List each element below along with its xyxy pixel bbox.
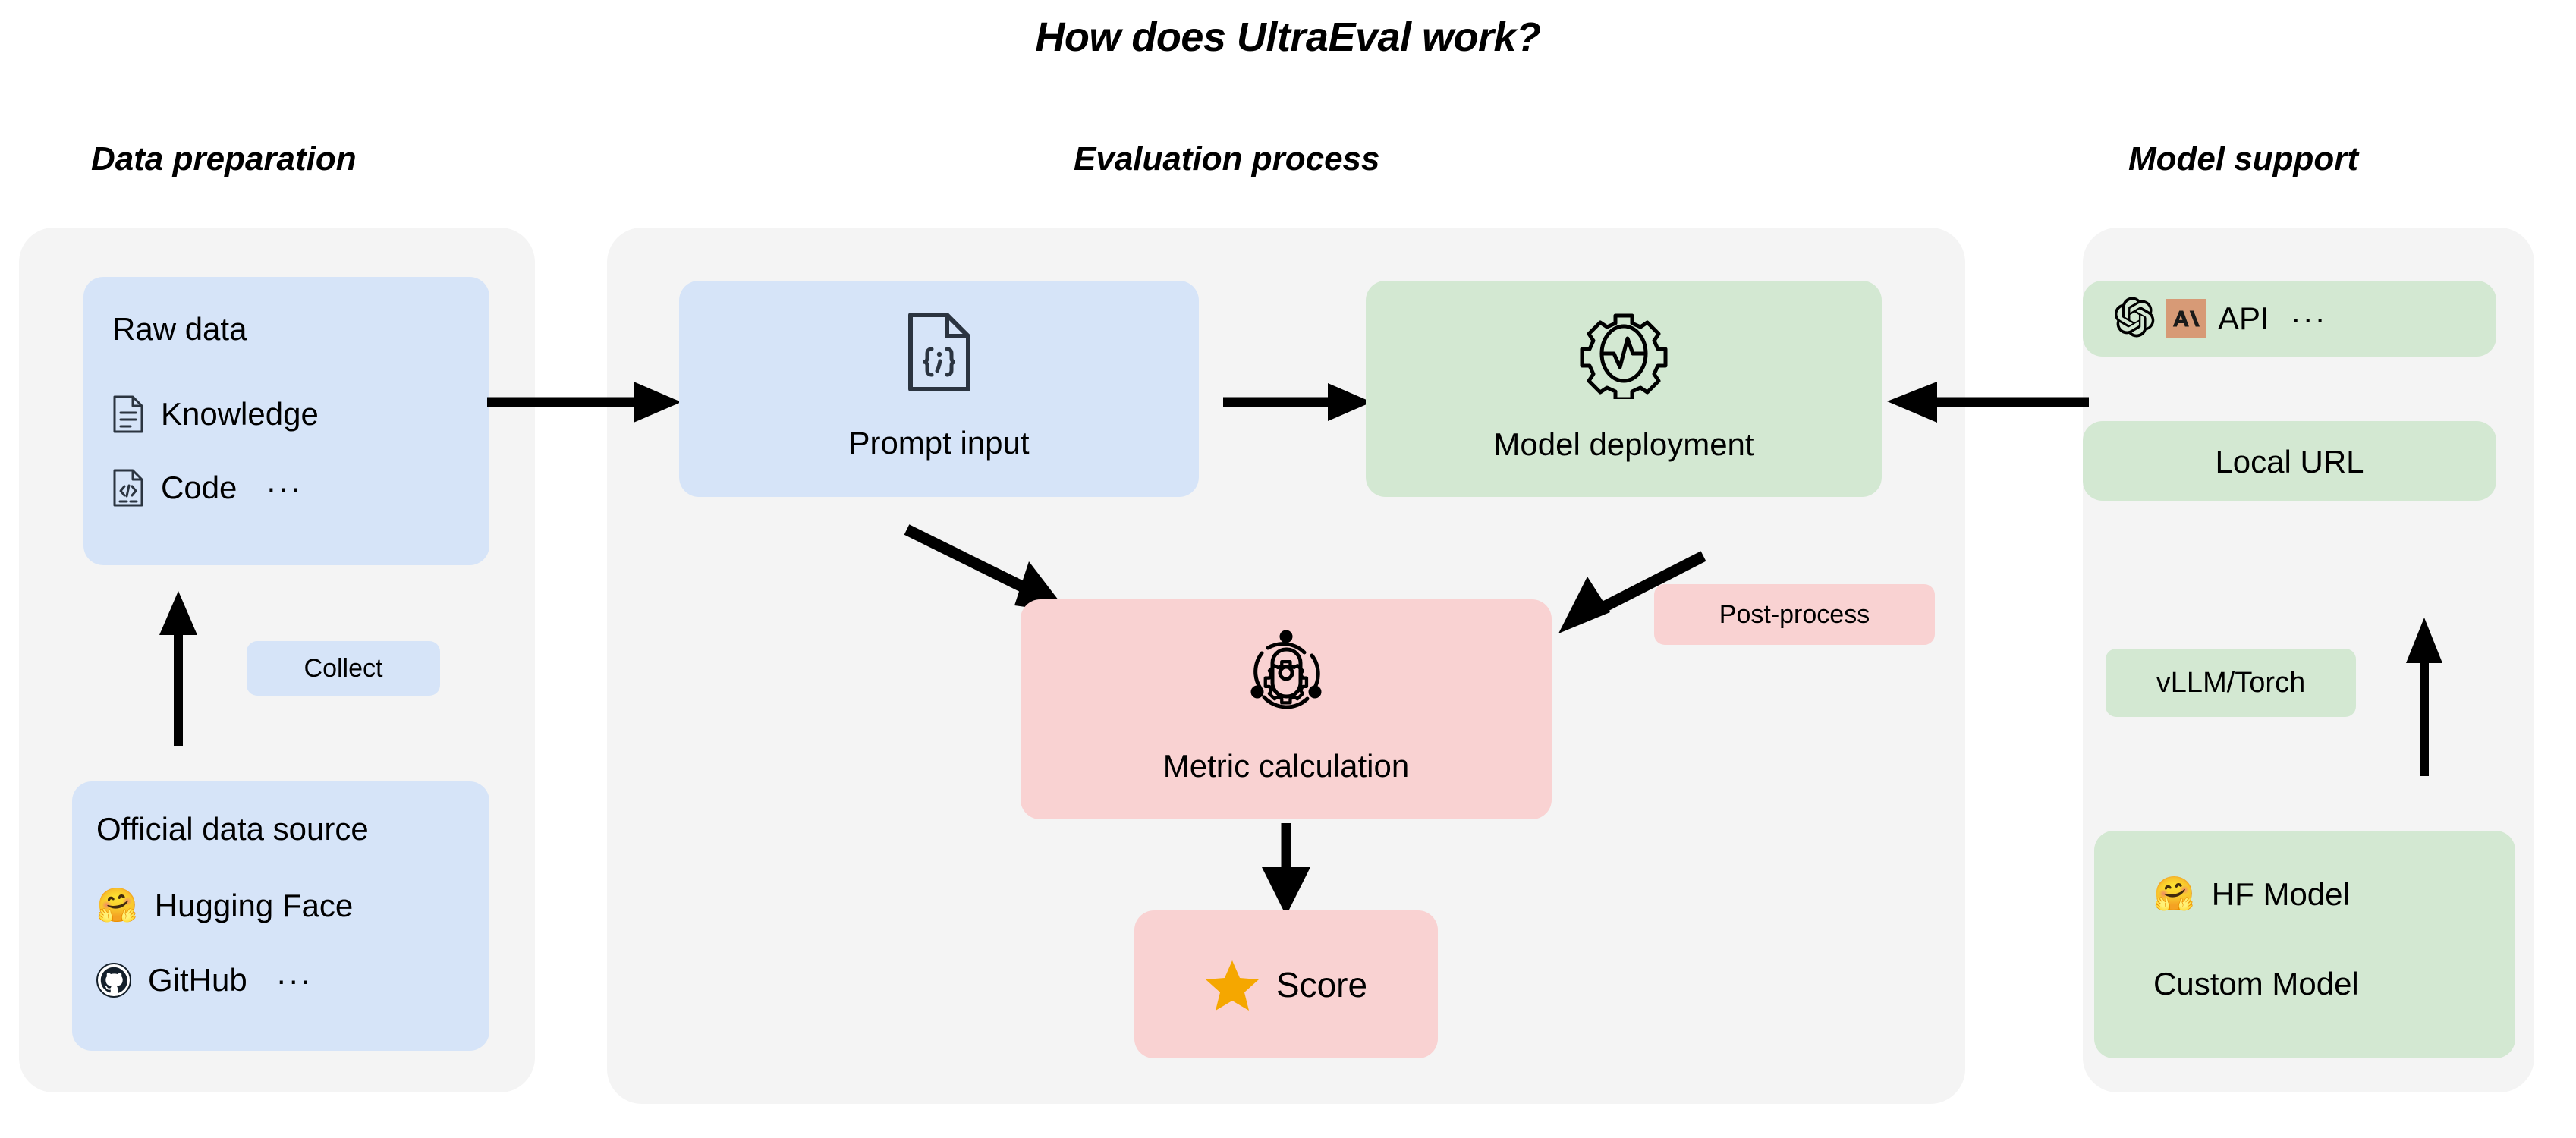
api-ellipsis: ··· (2290, 300, 2327, 336)
anthropic-icon (2166, 299, 2206, 338)
raw-data-item-knowledge[interactable]: Knowledge (112, 395, 319, 434)
model-item-custom-model[interactable]: Custom Model (2153, 966, 2359, 1002)
card-models[interactable]: 🤗 HF Model Custom Model (2094, 831, 2515, 1058)
gear-pulse-icon (1366, 308, 1882, 399)
card-model-deployment[interactable]: Model deployment (1366, 281, 1882, 497)
arrow-raw-data-to-prompt-input (486, 376, 683, 432)
arrow-collect-up (152, 588, 205, 751)
hugging-face-icon: 🤗 (2153, 876, 2195, 913)
raw-data-heading: Raw data (112, 311, 247, 347)
collect-label: Collect (247, 641, 440, 696)
raw-data-item-label: Code (161, 470, 237, 505)
post-process-label: Post-process (1654, 584, 1935, 645)
api-label: API (2218, 300, 2269, 336)
document-code-icon (112, 468, 144, 508)
column-title-evaluation-process: Evaluation process (1074, 140, 1380, 178)
hugging-face-icon: 🤗 (96, 887, 138, 924)
card-raw-data[interactable]: Raw data Knowledge (83, 277, 489, 565)
card-local-url[interactable]: Local URL (2083, 421, 2496, 501)
score-label: Score (1275, 964, 1368, 1004)
official-source-ellipsis: ··· (275, 962, 313, 998)
document-text-icon (112, 395, 144, 434)
raw-data-ellipsis: ··· (266, 470, 303, 505)
model-item-hf-model[interactable]: 🤗 HF Model (2153, 876, 2350, 913)
custom-model-label: Custom Model (2153, 966, 2359, 1001)
document-json-icon (679, 311, 1199, 393)
openai-icon (2114, 296, 2156, 341)
raw-data-item-label: Knowledge (161, 396, 319, 432)
runtime-label: vLLM/Torch (2106, 649, 2356, 717)
raw-data-item-code[interactable]: Code ··· (112, 468, 302, 508)
github-icon (96, 963, 131, 998)
arrow-prompt-input-to-model-deployment (1222, 376, 1373, 432)
arrow-models-to-api (2398, 615, 2451, 781)
column-title-data-preparation: Data preparation (91, 140, 357, 178)
official-source-item-label: Hugging Face (154, 888, 354, 923)
official-source-item-hugging-face[interactable]: 🤗 Hugging Face (96, 888, 353, 924)
card-api[interactable]: API ··· (2083, 281, 2496, 357)
metric-calculation-label: Metric calculation (1162, 748, 1410, 784)
prompt-input-label: Prompt input (848, 425, 1030, 461)
card-prompt-input[interactable]: Prompt input (679, 281, 1199, 497)
star-icon (1205, 957, 1260, 1012)
official-source-item-label: GitHub (148, 962, 247, 998)
model-deployment-label: Model deployment (1493, 426, 1754, 462)
arrow-model-support-to-model-deployment (1886, 376, 2090, 432)
card-official-data-source[interactable]: Official data source 🤗 Hugging Face GitH… (72, 781, 489, 1051)
arrow-model-deployment-to-metric (1540, 542, 1753, 652)
card-metric-calculation[interactable]: Metric calculation (1021, 599, 1552, 819)
column-title-model-support: Model support (2128, 140, 2359, 178)
arrow-metric-to-score (1256, 823, 1316, 922)
official-source-item-github[interactable]: GitHub ··· (96, 962, 313, 998)
gear-orbit-icon (1021, 627, 1552, 721)
page-title: How does UltraEval work? (1035, 14, 1541, 60)
card-score[interactable]: Score (1134, 910, 1438, 1058)
hf-model-label: HF Model (2211, 876, 2350, 912)
local-url-label: Local URL (2215, 444, 2364, 479)
official-source-heading: Official data source (96, 811, 369, 847)
